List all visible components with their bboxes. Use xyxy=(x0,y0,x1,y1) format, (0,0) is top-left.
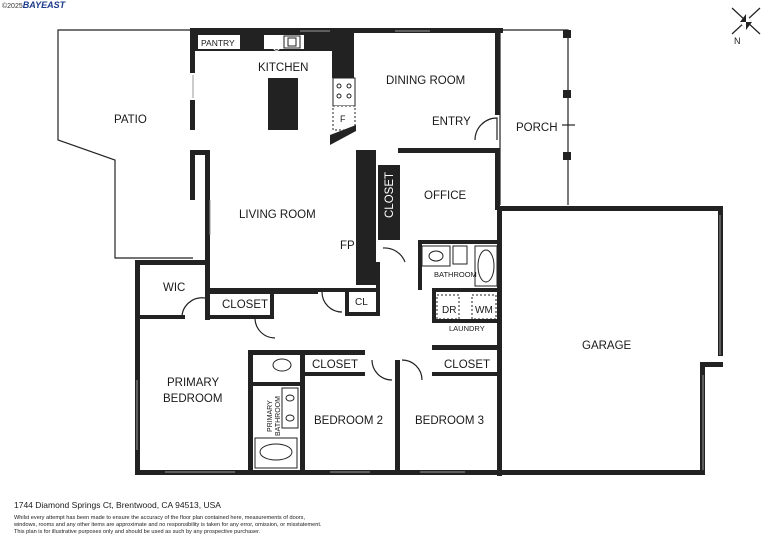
hall-closet-label: CLOSET xyxy=(222,299,268,311)
bedroom-2-label: BEDROOM 2 xyxy=(314,415,383,427)
dining-room-label: DINING ROOM xyxy=(386,75,465,87)
primary-bathroom-label-1: PRIMARY xyxy=(267,400,274,432)
bathroom-label: BATHROOM xyxy=(434,270,477,279)
pantry-label: PANTRY xyxy=(201,38,235,48)
compass-icon xyxy=(731,7,761,35)
brand-logo: ©2025BAYEAST xyxy=(2,0,65,10)
compass-north-label: N xyxy=(734,36,741,46)
wm-label: WM xyxy=(475,305,493,316)
patio-outline xyxy=(57,29,193,259)
bedroom3-closet-label: CLOSET xyxy=(444,359,490,371)
dr-label: DR xyxy=(442,305,456,316)
dryer xyxy=(436,294,460,320)
bedroom-3-label: BEDROOM 3 xyxy=(415,415,484,427)
walls xyxy=(135,28,723,476)
entry-label: ENTRY xyxy=(432,116,471,128)
kitchen-counter xyxy=(195,33,356,145)
disclaimer-line-3: This plan is for illustrative purposes o… xyxy=(14,529,261,535)
kitchen-island xyxy=(268,78,298,130)
primary-bathroom-fixtures xyxy=(254,358,299,469)
primary-bathroom-label-2: BATHROOM xyxy=(275,396,282,436)
cl-label: CL xyxy=(355,297,368,308)
property-address: 1744 Diamond Springs Ct, Brentwood, CA 9… xyxy=(14,500,221,510)
logo-text: BAYEAST xyxy=(22,0,66,10)
floor-plan: N PANTRY DW KITCHEN F DINING ROOM ENTRY … xyxy=(57,7,761,476)
fridge-label: F xyxy=(340,114,346,124)
disclaimer-line-2: windows, rooms and any other items are a… xyxy=(14,522,322,528)
closet-vertical-label: CLOSET xyxy=(384,172,396,218)
primary-bedroom-label-2: BEDROOM xyxy=(163,393,222,405)
copyright-text: ©2025 xyxy=(2,3,23,10)
wic-label: WIC xyxy=(163,282,185,294)
garage-label: GARAGE xyxy=(582,340,632,352)
door-swings xyxy=(181,117,498,381)
office-label: OFFICE xyxy=(424,190,466,202)
windows xyxy=(136,30,721,473)
porch-outline xyxy=(500,29,569,205)
fp-label: FP xyxy=(340,240,355,252)
bedroom2-closet-label: CLOSET xyxy=(312,359,358,371)
bathroom-fixtures xyxy=(421,245,498,287)
dw-label: DW xyxy=(270,44,281,61)
porch-post xyxy=(563,152,571,160)
living-room-label: LIVING ROOM xyxy=(239,209,316,221)
porch-post xyxy=(563,30,571,38)
porch-label: PORCH xyxy=(516,122,558,134)
primary-bedroom-label-1: PRIMARY xyxy=(167,377,220,389)
patio-label: PATIO xyxy=(114,114,147,126)
porch-post xyxy=(563,90,571,98)
laundry-label: LAUNDRY xyxy=(449,324,485,333)
washer xyxy=(471,294,497,320)
kitchen-label: KITCHEN xyxy=(258,62,308,74)
disclaimer-line-1: Whilst every attempt has been made to en… xyxy=(14,515,306,521)
